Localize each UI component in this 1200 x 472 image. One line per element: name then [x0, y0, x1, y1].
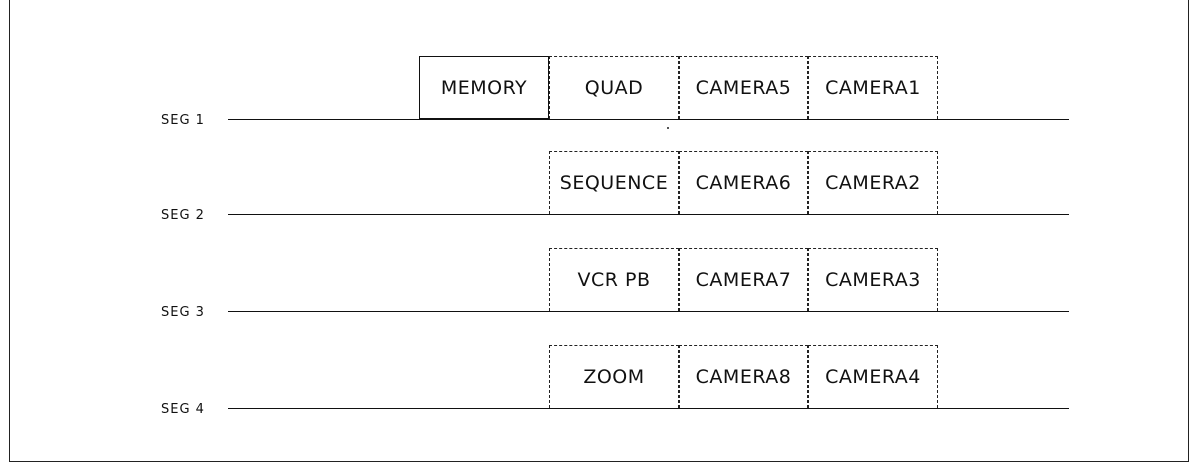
- segment-line: [228, 119, 1069, 120]
- segment-box-camera1: CAMERA1: [808, 56, 938, 119]
- segment-box-camera4: CAMERA4: [808, 345, 938, 408]
- segment-box-camera2: CAMERA2: [808, 151, 938, 214]
- segment-box-camera7: CAMERA7: [679, 248, 808, 311]
- segment-box-sequence: SEQUENCE: [549, 151, 679, 214]
- segment-box-zoom: ZOOM: [549, 345, 679, 408]
- segment-box-camera8: CAMERA8: [679, 345, 808, 408]
- segment-box-camera5: CAMERA5: [679, 56, 808, 119]
- segment-box-vcr-pb: VCR PB: [549, 248, 679, 311]
- segment-line: [228, 408, 1069, 409]
- segment-line: [228, 214, 1069, 215]
- segment-box-memory: MEMORY: [419, 56, 549, 119]
- segment-label: SEG 1: [161, 113, 205, 128]
- segment-box-quad: QUAD: [549, 56, 679, 119]
- segment-box-camera3: CAMERA3: [808, 248, 938, 311]
- segment-line: [228, 311, 1069, 312]
- segment-box-camera6: CAMERA6: [679, 151, 808, 214]
- stray-dot: [667, 127, 669, 129]
- segment-label: SEG 4: [161, 402, 205, 417]
- diagram-frame: [9, 0, 1189, 462]
- segment-label: SEG 2: [161, 208, 205, 223]
- segment-label: SEG 3: [161, 305, 205, 320]
